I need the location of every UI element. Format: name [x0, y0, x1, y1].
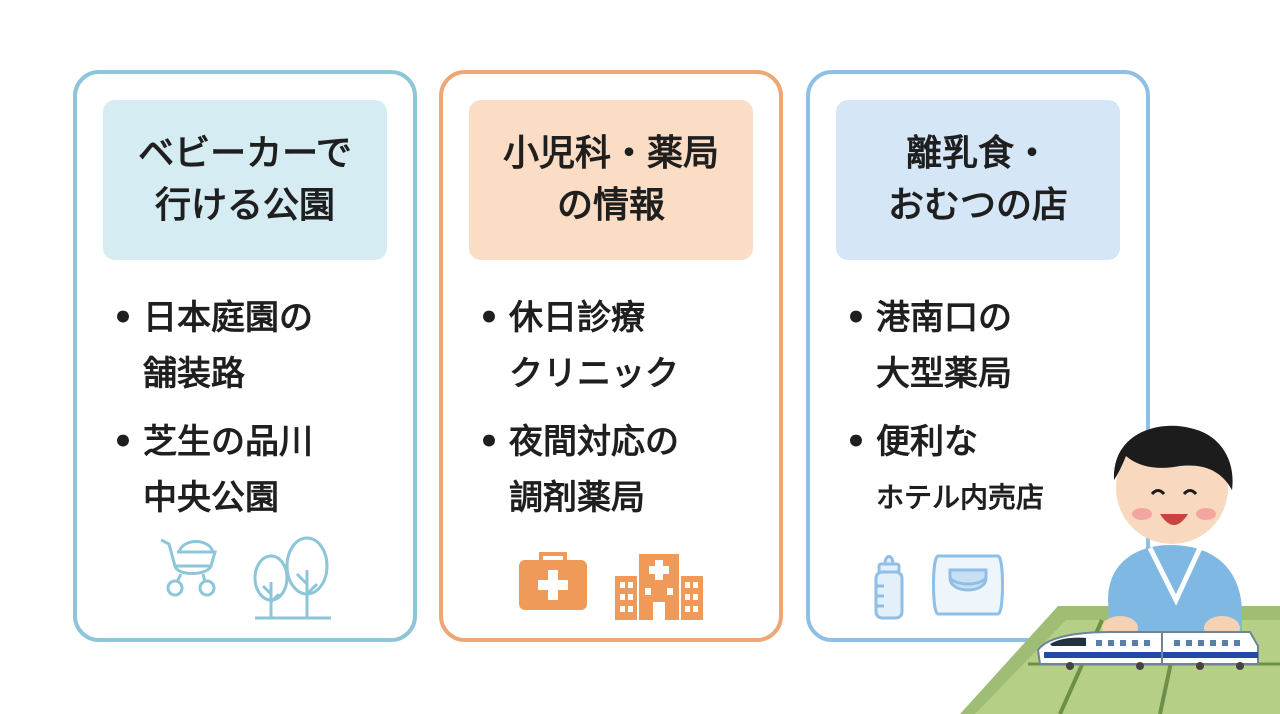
card-title-line: ベビーカーで [138, 133, 352, 174]
bullet: • [478, 422, 500, 462]
card-pediatrics-pharmacy: 小児科・薬局 の情報 • 休日診療 クリニック • 夜間対応の 調剤薬局 [439, 70, 783, 642]
card-header: 小児科・薬局 の情報 [469, 100, 753, 260]
item-text: 調剤薬局 [509, 478, 645, 518]
item-text: クリニック [509, 354, 679, 394]
card-title-line: 離乳食・ [905, 133, 1050, 174]
hospital-icon [615, 554, 703, 620]
stroller-icon [160, 538, 217, 597]
icon-row [77, 532, 413, 622]
bullet: • [112, 422, 134, 462]
item-text: 便利な [876, 422, 978, 462]
item-text: ホテル内売店 [876, 481, 1045, 514]
item-text: 日本庭園の [143, 298, 313, 338]
card-title-line: 行ける公園 [154, 185, 335, 226]
bullet: • [478, 298, 500, 338]
item-text: 大型薬局 [876, 354, 1012, 394]
card-parks: ベビーカーで 行ける公園 • 日本庭園の 舗装路 • 芝生の品川 中央公園 [73, 70, 417, 642]
item-text: 中央公園 [143, 478, 279, 518]
item-list: • 休日診療 クリニック • 夜間対応の 調剤薬局 [469, 290, 679, 538]
card-baby-food-diapers: 離乳食・ おむつの店 • 港南口の 大型薬局 • 便利な ホテル内売店 [806, 70, 1150, 642]
trees-icon [253, 536, 331, 620]
card-title-line: おむつの店 [887, 185, 1068, 226]
bullet: • [845, 422, 867, 462]
list-item: • 休日診療 クリニック [469, 290, 679, 402]
card-title-line: の情報 [556, 185, 665, 226]
bullet: • [845, 298, 867, 338]
item-text: 休日診療 [509, 298, 645, 338]
icon-row [443, 550, 779, 622]
list-item: • 港南口の 大型薬局 [836, 290, 1044, 402]
item-text: 夜間対応の [509, 422, 679, 462]
item-text: 舗装路 [143, 354, 245, 394]
bullet: • [112, 298, 134, 338]
card-header: 離乳食・ おむつの店 [836, 100, 1120, 260]
list-item: • 芝生の品川 中央公園 [103, 414, 313, 526]
item-text: 芝生の品川 [143, 422, 313, 462]
item-list: • 港南口の 大型薬局 • 便利な ホテル内売店 [836, 290, 1044, 538]
card-title-line: 小児科・薬局 [502, 133, 719, 174]
item-text: 港南口の [876, 298, 1012, 338]
item-list: • 日本庭園の 舗装路 • 芝生の品川 中央公園 [103, 290, 313, 538]
list-item: • 夜間対応の 調剤薬局 [469, 414, 679, 526]
list-item: • 日本庭園の 舗装路 [103, 290, 313, 402]
list-item: • 便利な ホテル内売店 [836, 414, 1044, 526]
card-header: ベビーカーで 行ける公園 [103, 100, 387, 260]
diaper-pack-icon [932, 554, 1004, 616]
baby-bottle-icon [874, 555, 904, 620]
icon-row [810, 550, 1146, 622]
first-aid-kit-icon [519, 552, 587, 610]
